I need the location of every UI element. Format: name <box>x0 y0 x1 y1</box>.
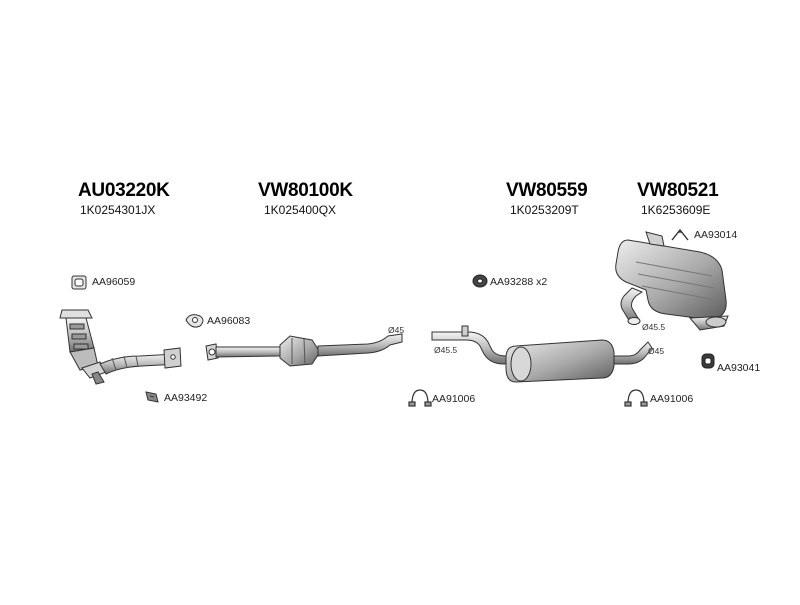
assembly-code-3: VW80559 <box>506 180 588 201</box>
part-label-clamp-rear: AA91006 <box>650 393 694 405</box>
part-label-gasket-mid: AA96083 <box>207 315 251 327</box>
front-catalytic-converter <box>59 309 182 385</box>
part-label-hanger: AA93014 <box>694 229 738 241</box>
assembly-oem-3: 1K0253209T <box>510 203 579 217</box>
assembly-code-1: AU03220K <box>78 180 170 201</box>
rear-silencer <box>615 231 729 331</box>
center-muffler-pipe <box>431 325 653 383</box>
assembly-oem-2: 1K025400QX <box>264 203 337 217</box>
part-label-rubber-mount-rear: AA93041 <box>717 362 761 374</box>
hanger-icon <box>671 228 689 241</box>
part-label-bolt: AA93492 <box>164 392 208 404</box>
part-label-clamp-mid: AA91006 <box>432 393 476 405</box>
assembly-oem-1: 1K0254301JX <box>80 203 156 217</box>
dimension-label-mid-inlet: Ø45.5 <box>434 345 458 355</box>
gasket-front-icon <box>71 275 87 290</box>
assembly-code-2: VW80100K <box>258 180 353 201</box>
rubber-mount-rear-icon <box>701 353 715 369</box>
front-pipe-catalyst <box>205 333 403 367</box>
gasket-mid-icon <box>185 314 204 328</box>
assembly-oem-4: 1K6253609E <box>641 203 711 217</box>
dimension-label-mid-outlet: Ø45 <box>648 346 665 356</box>
clamp-rear-icon <box>624 389 648 407</box>
assembly-code-4: VW80521 <box>637 180 719 201</box>
part-label-gasket-front: AA96059 <box>92 276 136 288</box>
clamp-mid-icon <box>408 389 432 407</box>
bolt-icon <box>145 391 159 403</box>
dimension-label-rear: Ø45.5 <box>642 322 666 332</box>
dimension-label-front: Ø45 <box>388 325 405 335</box>
part-label-rubber-mount-mid: AA93288 x2 <box>490 276 548 288</box>
rubber-mount-mid-icon <box>472 274 488 288</box>
